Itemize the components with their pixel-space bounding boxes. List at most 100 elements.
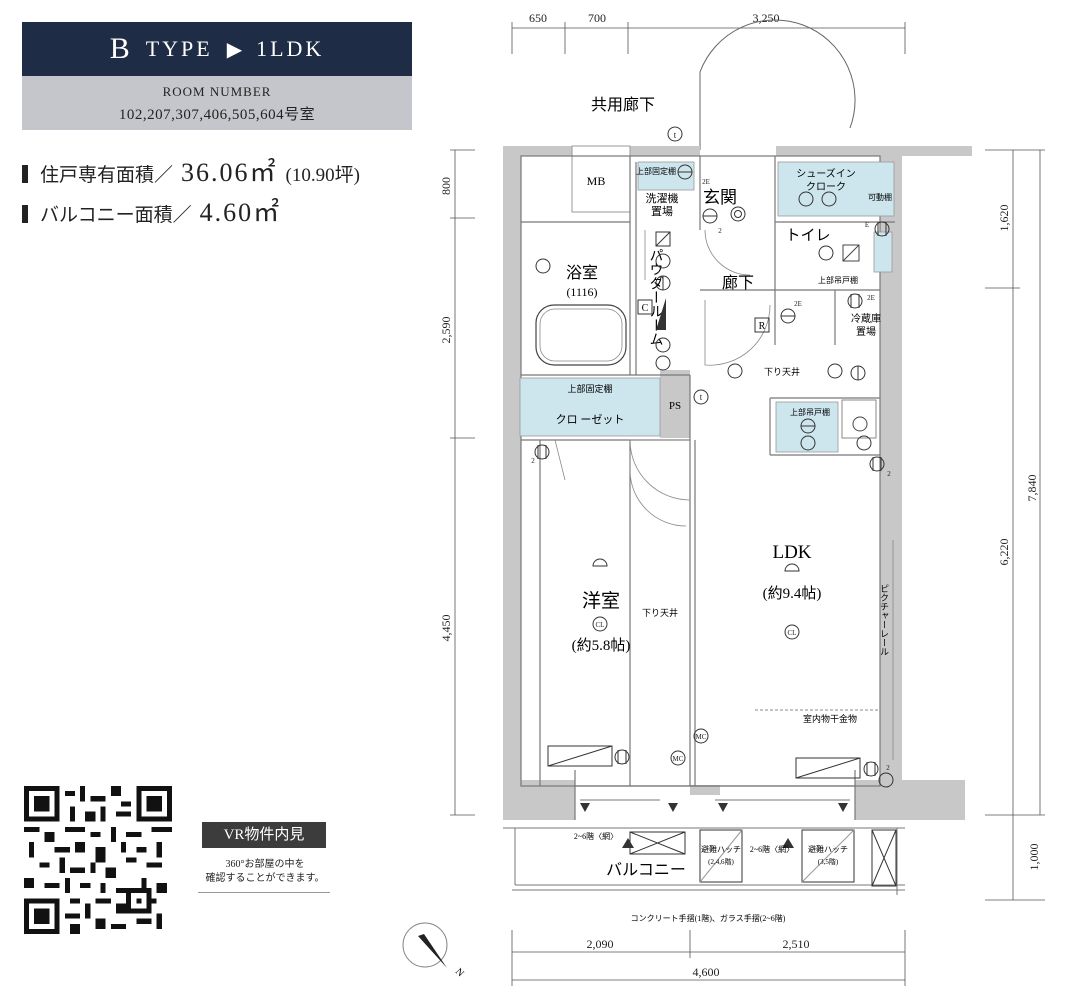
ldk-size-label: (約9.4帖) (763, 585, 822, 602)
ldk-label: LDK (772, 542, 811, 563)
bathtub-icon (535, 304, 627, 366)
room-number-list: 102,207,307,406,505,604号室 (118, 107, 316, 123)
outlet-count-ldk-2: 2 (886, 764, 890, 772)
dim-left-3: 4,450 (439, 615, 453, 642)
washer-line1: 洗濯機 (646, 191, 679, 205)
vr-tour-badge[interactable]: VR物件内見 (202, 822, 326, 848)
shoes-closet-line2: クローク (806, 181, 846, 193)
ps-label: PS (669, 400, 681, 412)
drain-box-icon (871, 829, 897, 887)
vr-note-line1: 360°お部屋の中を (225, 859, 305, 870)
mc-label-2: MC (673, 755, 684, 763)
lowered-ceiling-label: 下り天井 (764, 366, 800, 377)
dim-right-1: 1,620 (997, 205, 1011, 232)
shelf-upper-fixed-line: 上部固定棚 (636, 166, 676, 176)
r-label: R (759, 321, 766, 332)
bath-size-label: (1116) (566, 285, 597, 299)
cl-label-ldk: CL (788, 629, 797, 637)
air-conditioner-icons (547, 745, 861, 779)
hatch-b-line1: 避難ハッチ (808, 844, 848, 854)
sash-markers (580, 803, 848, 848)
exclusive-area-tsubo: (10.90坪) (285, 165, 360, 186)
e-label: E (865, 221, 869, 229)
outlet-count-1: 2 (718, 227, 722, 235)
outlet-count-2e-2: 2E (794, 300, 802, 308)
entrance-label: 玄関 (703, 188, 737, 207)
common-corridor-label: 共用廊下 (591, 96, 655, 114)
hallway-label: 廊下 (722, 274, 754, 292)
layout-name: 1LDK (256, 36, 325, 61)
mc-label-1: MC (696, 733, 707, 741)
fixture-icons (534, 126, 894, 788)
closet-shelf-label: 上部固定棚 (567, 383, 612, 394)
railing-note: コンクリート手摺(1階)、ガラス手摺(2~6階) (631, 913, 786, 923)
bullet-bar-icon (22, 165, 28, 183)
walls (503, 146, 972, 820)
bath-label: 浴室 (566, 264, 598, 282)
type-letter: B (109, 32, 132, 65)
dim-left-2: 2,590 (439, 317, 453, 344)
play-arrow-icon: ▶ (226, 38, 243, 61)
movable-shelf-label: 可動棚 (868, 192, 892, 202)
dim-left-1: 800 (439, 177, 453, 195)
picture-rail-label: ピクチャーレール (879, 584, 889, 656)
cl-label-western: CL (596, 621, 605, 629)
exclusive-area-row: 住戸専有面積／ 36.06㎡ (10.90坪) (22, 152, 360, 189)
outlet-count-2e-3: 2E (867, 294, 875, 302)
outlet-count-ldk: 2 (887, 470, 891, 478)
closet-label: クロ ーゼット (556, 413, 625, 426)
balcony-area-value: 4.60㎡ (199, 198, 282, 227)
hatch-a-line2: (2,4,6階) (708, 857, 734, 866)
dim-right-2: 6,220 (997, 539, 1011, 566)
fridge-line2: 置場 (856, 325, 876, 338)
qr-code-icon[interactable] (24, 786, 172, 934)
indoor-drying-label: 室内物干金物 (803, 713, 857, 724)
room-number-label: ROOM NUMBER (162, 84, 272, 99)
compass-icon: N (402, 922, 466, 979)
net-box-a (629, 831, 686, 855)
dimension-lines (450, 22, 1045, 986)
vr-note-line2: 確認することができます。 (205, 873, 325, 884)
net-label-b: 2~6階〈網〉 (750, 844, 794, 854)
dim-top-3: 3,250 (753, 11, 780, 25)
escape-hatch-b-icon (801, 829, 855, 883)
toilet-fixture-icon (842, 244, 860, 262)
escape-hatch-a-icon (699, 829, 743, 883)
c-label: C (642, 303, 649, 314)
heater-icon (656, 298, 666, 330)
stove-icon (841, 399, 877, 439)
divider (198, 892, 330, 893)
storage-areas (519, 161, 895, 453)
dim-bottom-2: 2,510 (783, 937, 810, 951)
western-room-label: 洋室 (582, 590, 620, 612)
tv-outlet-label: t (674, 130, 677, 140)
mb-label: MB (587, 174, 606, 188)
fridge-line1: 冷蔵庫 (851, 312, 881, 325)
interior-walls (520, 155, 895, 820)
bullet-bar-icon (22, 205, 28, 223)
dim-top-1: 650 (529, 11, 547, 25)
shoes-closet-line1: シューズイン (796, 167, 856, 180)
toilet-label: トイレ (785, 228, 830, 244)
vr-note: 360°お部屋の中を 確認することができます。 (194, 858, 336, 886)
net-label-a: 2~6階〈網〉 (574, 831, 618, 841)
plan-title: B TYPE ▶ 1LDK (22, 22, 412, 76)
powder-room-label: パウダールーム (648, 248, 663, 346)
mb-box (571, 145, 631, 213)
dim-right-3: 1,000 (1027, 844, 1041, 871)
dim-right-total: 7,840 (1025, 475, 1039, 502)
hatch-b-line2: (3,5階) (818, 857, 839, 866)
tv-outlet-label-ldk: t (700, 392, 703, 402)
c-box-icon (637, 299, 653, 315)
balcony-area-label: バルコニー面積／ (40, 205, 192, 226)
outlet-count-2e-1: 2E (702, 178, 710, 186)
compass-n-label: N (453, 966, 466, 979)
washer-line2: 置場 (651, 205, 673, 218)
outlet-count-western: 2 (531, 457, 535, 465)
western-room-size-label: (約5.8帖) (572, 637, 631, 654)
balcony-outline (503, 799, 905, 895)
r-box-icon (754, 317, 770, 333)
hatch-a-line1: 避難ハッチ (701, 844, 741, 854)
toilet-upper-shelf-label: 上部吊戸棚 (818, 275, 858, 285)
